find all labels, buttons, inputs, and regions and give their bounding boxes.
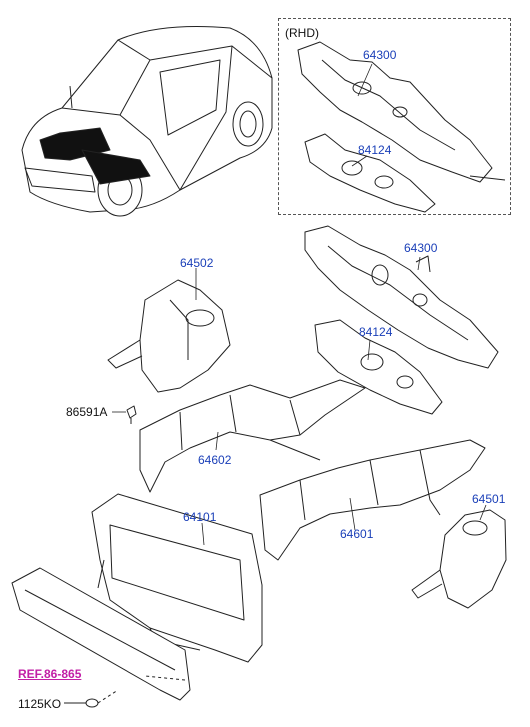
bumper-beam bbox=[11, 567, 191, 701]
clip-part bbox=[126, 405, 137, 424]
callout-apron-rh[interactable]: 64501 bbox=[472, 492, 506, 506]
rhd-insulator bbox=[304, 133, 436, 213]
vehicle-illustration bbox=[21, 26, 273, 217]
callout-clip[interactable]: 86591A bbox=[66, 405, 108, 419]
front-end-carrier bbox=[91, 493, 263, 663]
dash-panel bbox=[304, 225, 499, 369]
member-lh bbox=[139, 379, 366, 493]
callout-apron-lh[interactable]: 64502 bbox=[180, 256, 214, 270]
callout-dash-panel[interactable]: 64300 bbox=[404, 241, 438, 255]
reference-link[interactable]: REF.86-865 bbox=[18, 667, 82, 681]
callout-rhd-dash-panel[interactable]: 64300 bbox=[363, 48, 397, 62]
callout-member-rh[interactable]: 64601 bbox=[340, 527, 374, 541]
member-rh bbox=[259, 439, 486, 561]
callout-member-lh[interactable]: 64602 bbox=[198, 453, 232, 467]
rhd-region-label: (RHD) bbox=[285, 26, 319, 40]
apron-lh bbox=[107, 279, 231, 393]
callout-bolt[interactable]: 1125KO bbox=[18, 697, 62, 711]
callout-insulator[interactable]: 84124 bbox=[359, 325, 393, 339]
rhd-variant-frame bbox=[278, 18, 511, 215]
insulator bbox=[314, 319, 443, 415]
apron-rh bbox=[411, 509, 507, 609]
callout-rhd-insulator[interactable]: 84124 bbox=[358, 143, 392, 157]
bolt-part bbox=[64, 689, 119, 708]
rhd-dash-panel bbox=[297, 41, 506, 183]
callout-carrier[interactable]: 64101 bbox=[183, 510, 217, 524]
leader-lines bbox=[112, 63, 487, 546]
